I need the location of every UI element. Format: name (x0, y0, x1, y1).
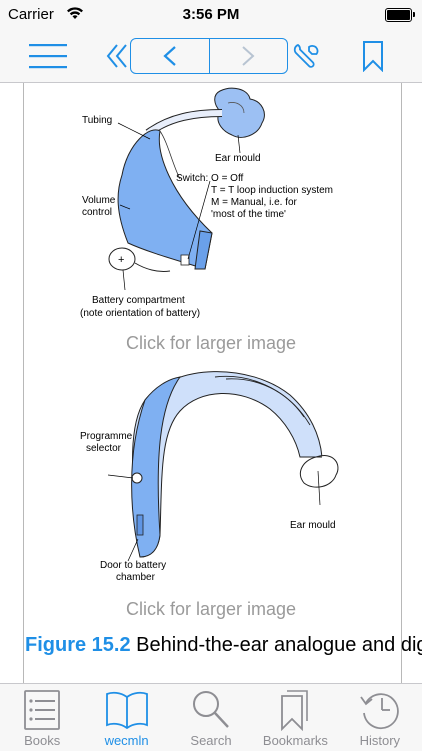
menu-button[interactable] (26, 30, 70, 82)
tab-bookmarks[interactable]: Bookmarks (253, 684, 337, 751)
status-bar: Carrier 3:56 PM (0, 0, 422, 30)
digital-hearing-aid-illustration[interactable]: Programme selector Ear mould Door to bat… (0, 365, 422, 595)
tab-bar: Books wecmln Search Bookmarks History (0, 683, 422, 751)
label-tubing: Tubing (82, 115, 112, 126)
figure-bte-digital: Programme selector Ear mould Door to bat… (0, 365, 422, 625)
label-volume-2: control (82, 207, 112, 218)
menu-icon (29, 44, 67, 69)
bookmarks-icon (281, 690, 309, 731)
label-programme-2: selector (86, 443, 122, 454)
label-ear-mould: Ear mould (215, 153, 261, 164)
next-page-button[interactable] (208, 39, 288, 73)
battery-icon (385, 8, 415, 22)
page-navigation-control (130, 38, 288, 74)
history-icon (360, 693, 399, 730)
search-icon (193, 691, 229, 728)
status-time: 3:56 PM (182, 6, 240, 23)
wifi-icon (67, 7, 83, 19)
tab-search-label: Search (190, 733, 232, 748)
open-book-icon (105, 691, 148, 730)
label-switch-2: T = T loop induction system (211, 185, 333, 196)
chevron-right-icon (242, 46, 255, 66)
label-switch-1: Switch: O = Off (176, 173, 244, 184)
chevron-left-icon (163, 46, 176, 66)
previous-page-button[interactable] (131, 39, 209, 73)
label-switch-3: M = Manual, i.e. for (211, 197, 298, 208)
reader-content[interactable]: + Tubing Ear mould Switch: O = Off T = T… (0, 83, 422, 683)
label-volume-1: Volume (82, 195, 116, 206)
bookmark-button[interactable] (358, 30, 388, 82)
navigation-bar (0, 30, 422, 83)
figure-number: Figure 15.2 (25, 634, 131, 656)
page-border-right (401, 83, 402, 683)
label-door-1: Door to battery (100, 560, 166, 571)
settings-button[interactable] (290, 30, 322, 82)
tab-history-label: History (359, 733, 401, 748)
tab-bookmarks-label: Bookmarks (262, 733, 328, 748)
tab-search[interactable]: Search (169, 684, 253, 751)
label-switch-4: 'most of the time' (211, 209, 286, 220)
svg-text:+: + (118, 254, 124, 266)
double-chevron-left-icon (106, 44, 127, 68)
figure-caption: Figure 15.2 Behind-the-ear analogue and … (25, 633, 422, 657)
label-programme-1: Programme (80, 431, 133, 442)
tab-books[interactable]: Books (0, 684, 84, 751)
label-battery-2: (note orientation of battery) (80, 308, 200, 319)
larger-image-link-2[interactable]: Click for larger image (125, 599, 297, 619)
tab-current-book-label: wecmln (104, 733, 149, 748)
analogue-hearing-aid-illustration[interactable]: + Tubing Ear mould Switch: O = Off T = T… (0, 83, 422, 323)
tab-current-book[interactable]: wecmln (84, 684, 168, 751)
books-icon (24, 690, 61, 730)
label-door-2: chamber (116, 572, 156, 583)
bookmark-icon (363, 41, 383, 72)
first-page-button[interactable] (104, 30, 130, 82)
label-ear-mould-2: Ear mould (290, 520, 336, 531)
wrench-icon (293, 43, 319, 68)
figure-caption-text: Behind-the-ear analogue and digital hear… (136, 634, 422, 656)
page-border-left (23, 83, 24, 683)
figure-bte-analogue: + Tubing Ear mould Switch: O = Off T = T… (0, 83, 422, 363)
larger-image-link-1[interactable]: Click for larger image (125, 333, 297, 353)
carrier-name: Carrier (8, 6, 54, 23)
label-battery-1: Battery compartment (92, 295, 185, 306)
tab-history[interactable]: History (338, 684, 422, 751)
tab-books-label: Books (24, 733, 61, 748)
